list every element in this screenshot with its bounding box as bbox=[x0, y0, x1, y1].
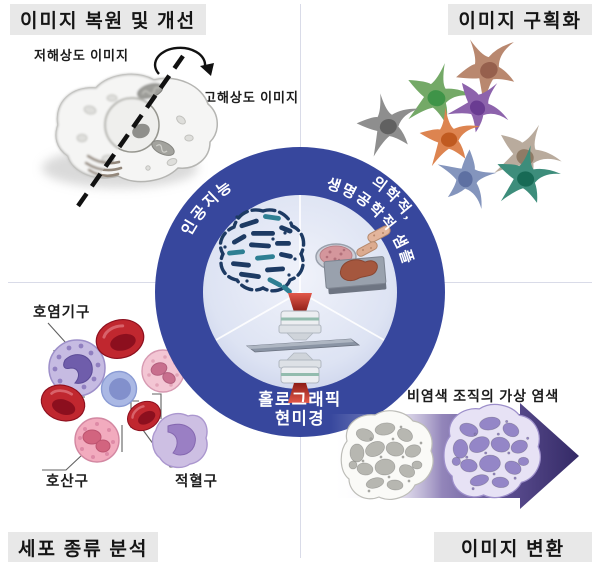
title-cell-analysis: 세포 종류 분석 bbox=[8, 532, 159, 562]
eosinophil-icon bbox=[74, 417, 120, 463]
cell-teal bbox=[491, 140, 565, 211]
nucleolus bbox=[132, 123, 150, 139]
virtual-staining-label: 비염색 조직의 가상 염색 bbox=[407, 390, 560, 405]
cell-purple bbox=[440, 65, 522, 147]
cell-gray bbox=[351, 86, 427, 159]
eosinophil-label: 호산구 bbox=[46, 474, 90, 490]
center-medallion: 인공지능 의학적, 생명공학적 샘플 홀로그래픽 현미경 bbox=[155, 147, 445, 437]
unstained-tissue-icon bbox=[340, 410, 434, 500]
title-segmentation: 이미지 구획화 bbox=[448, 4, 592, 35]
cell-bluegray bbox=[436, 145, 503, 212]
title-transformation: 이미지 변환 bbox=[434, 532, 592, 562]
low-res-label: 저해상도 이미지 bbox=[34, 48, 129, 63]
virtual-staining-illustration bbox=[330, 403, 579, 509]
sector-dividers bbox=[215, 195, 385, 341]
high-res-label: 고해상도 이미지 bbox=[204, 90, 299, 105]
segmented-cells-illustration bbox=[351, 32, 572, 212]
tissue-cassette-icon bbox=[323, 256, 387, 295]
rbc-icon bbox=[95, 319, 145, 359]
pink-granulocyte-icon bbox=[141, 349, 185, 393]
cell-green bbox=[398, 55, 481, 134]
split-dashed-line bbox=[76, 54, 185, 208]
rbc-icon bbox=[127, 400, 161, 432]
biomedical-samples-icon bbox=[315, 225, 391, 295]
basophil-icon bbox=[48, 339, 106, 397]
lymphocyte-icon bbox=[100, 370, 138, 408]
basophil-label: 호염기구 bbox=[33, 305, 91, 321]
rbc-label: 적혈구 bbox=[175, 474, 219, 490]
cell-orange bbox=[417, 104, 484, 167]
title-restoration: 이미지 복원 및 개선 bbox=[10, 4, 207, 35]
mitochondrion-icon bbox=[151, 140, 175, 156]
ring-label-microscope-2: 현미경 bbox=[275, 409, 325, 428]
capsule-icon bbox=[356, 241, 378, 257]
blood-cells-illustration bbox=[40, 319, 208, 471]
capsule-icon bbox=[367, 225, 391, 243]
circuit-brain-icon bbox=[218, 208, 306, 295]
monocyte-icon bbox=[151, 412, 208, 469]
stained-tissue-icon bbox=[443, 403, 541, 499]
rbc-icon bbox=[40, 384, 86, 422]
rotation-arrow-icon bbox=[153, 46, 214, 76]
ring-label-microscope-1: 홀로그래픽 bbox=[258, 390, 341, 409]
objective-lenses-icon bbox=[245, 293, 361, 403]
cell-restoration-illustration bbox=[42, 46, 218, 208]
cell-brown bbox=[443, 32, 534, 110]
